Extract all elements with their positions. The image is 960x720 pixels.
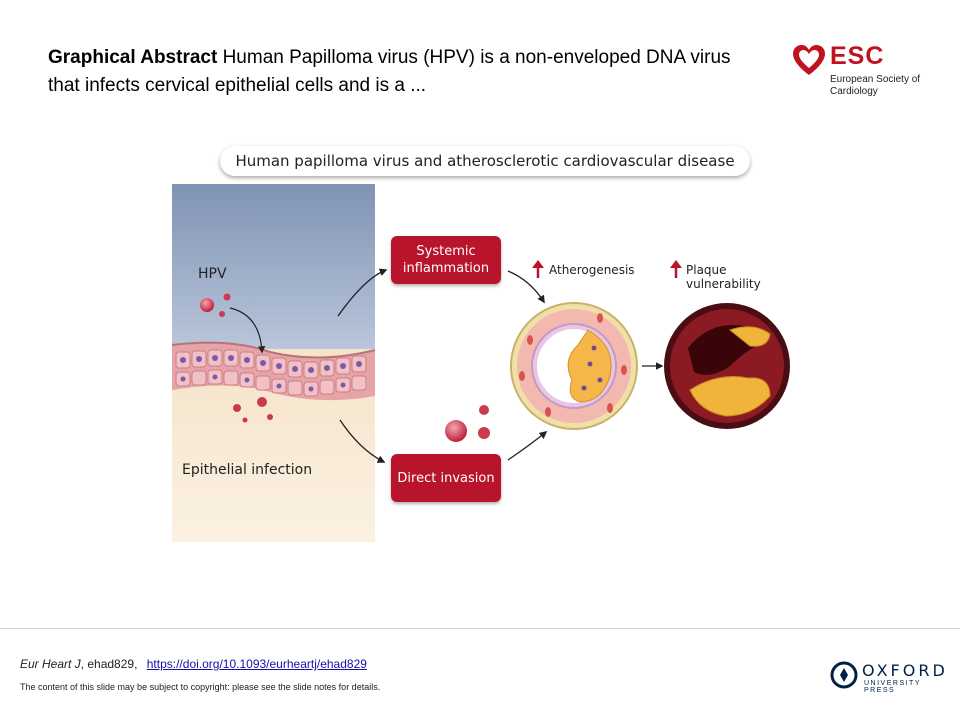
oxford-crest-icon — [830, 661, 858, 689]
artery-vessel — [510, 302, 638, 430]
doi-link[interactable]: https://doi.org/10.1093/eurheartj/ehad82… — [146, 657, 367, 671]
plaque-vulnerability-label: Plaque vulnerability — [686, 263, 761, 291]
figure-artwork — [171, 184, 790, 542]
footer-divider — [0, 628, 960, 629]
esc-wordmark: ESC — [830, 42, 885, 70]
journal-name: Eur Heart J — [20, 657, 81, 671]
vulnerable-plaque — [664, 303, 790, 429]
hpv-label: HPV — [198, 266, 227, 282]
virus-particles-tissue — [233, 397, 273, 423]
article-id: , ehad829, — [80, 657, 141, 671]
atherogenesis-label: Atherogenesis — [549, 263, 635, 277]
epithelial-infection-label: Epithelial infection — [182, 462, 313, 478]
headline-bold: Graphical Abstract — [48, 47, 218, 68]
copyright-notice: The content of this slide may be subject… — [20, 682, 381, 692]
headline-text: Human Papilloma virus (HPV) is a non-env… — [48, 47, 731, 96]
oxford-logo: OXFORD UNIVERSITY PRESS — [830, 660, 948, 694]
direct-invasion-box: Direct invasion — [391, 454, 501, 502]
figure-title: Human papilloma virus and atheroscleroti… — [220, 146, 750, 176]
systemic-inflammation-box: Systemic inflammation — [391, 236, 501, 284]
citation: Eur Heart J, ehad829, https://doi.org/10… — [20, 657, 367, 671]
heart-icon — [793, 45, 825, 75]
esc-subtitle: European Society of Cardiology — [830, 74, 921, 97]
virus-cluster-center — [445, 405, 490, 442]
oxford-wordmark: OXFORD — [862, 661, 948, 680]
virus-particles-surface — [200, 293, 231, 317]
graphical-abstract-figure: Human papilloma virus and atheroscleroti… — [170, 140, 790, 545]
slide-headline: Graphical Abstract Human Papilloma virus… — [48, 44, 748, 100]
epithelium-panel — [171, 184, 376, 542]
oxford-subtitle: UNIVERSITY PRESS — [864, 680, 921, 694]
esc-logo: ESC European Society of Cardiology — [792, 42, 932, 102]
